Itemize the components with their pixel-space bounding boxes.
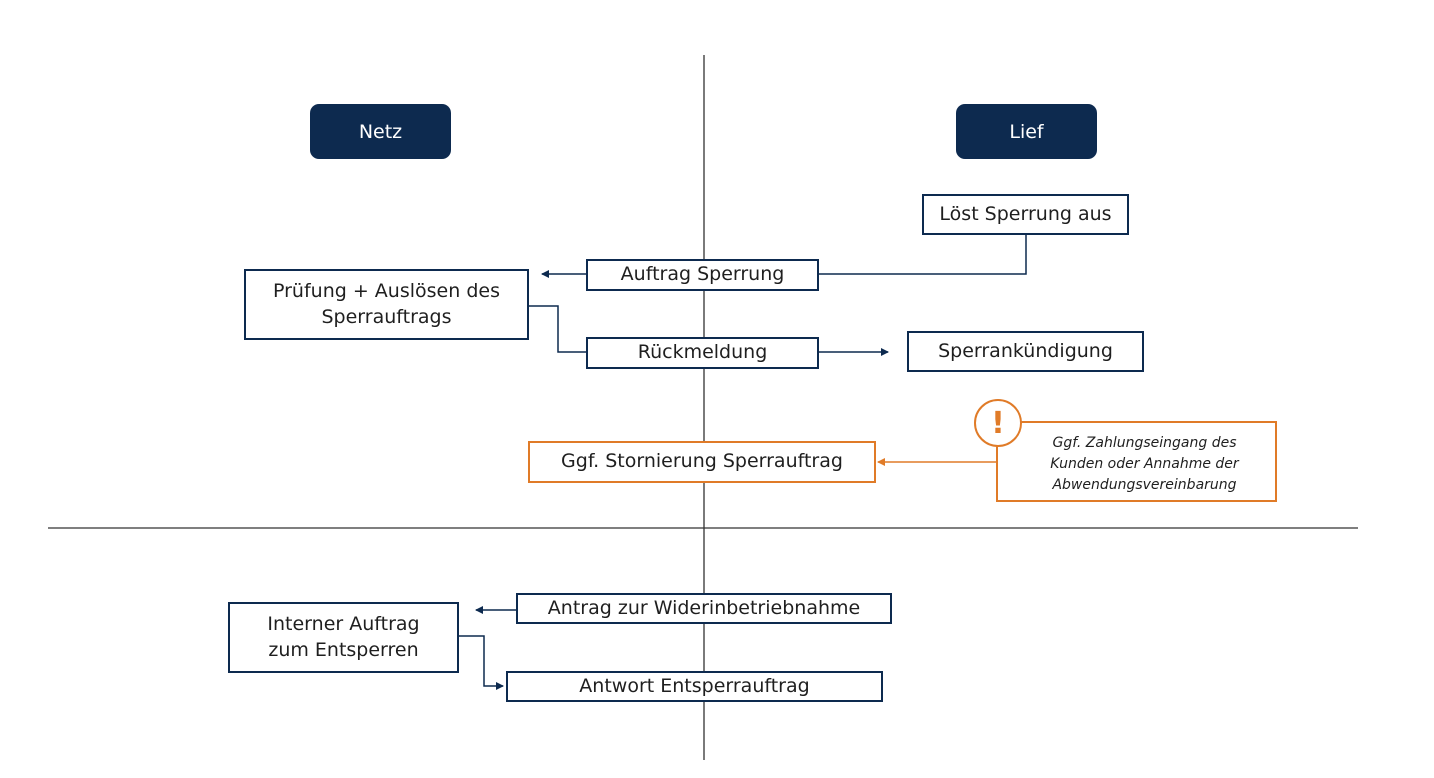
connector-pruefung-to-rueckmeldung	[528, 305, 586, 353]
box-auftrag-sperrung: Auftrag Sperrung	[586, 259, 819, 291]
box-pruefung-sperrauftrag: Prüfung + Auslösen des Sperrauftrags	[244, 269, 529, 340]
connector-loest-to-auftrag	[818, 234, 1027, 275]
box-antwort-entsperrauftrag: Antwort Entsperrauftrag	[506, 671, 883, 702]
box-interner-auftrag: Interner Auftrag zum Entsperren	[228, 602, 459, 673]
note-zahlungseingang: Ggf. Zahlungseingang des Kunden oder Ann…	[996, 421, 1277, 502]
connector-interner-to-antwort	[458, 635, 504, 690]
lane-header-lief: Lief	[956, 104, 1097, 159]
exclamation-icon: !	[974, 399, 1022, 447]
box-antrag-widerinbetriebnahme: Antrag zur Widerinbetriebnahme	[516, 593, 892, 624]
box-loest-sperrung: Löst Sperrung aus	[922, 194, 1129, 235]
box-stornierung-sperrauftrag: Ggf. Stornierung Sperrauftrag	[528, 441, 876, 483]
box-sperrankuendigung: Sperrankündigung	[907, 331, 1144, 372]
box-rueckmeldung: Rückmeldung	[586, 337, 819, 369]
lane-header-netz: Netz	[310, 104, 451, 159]
